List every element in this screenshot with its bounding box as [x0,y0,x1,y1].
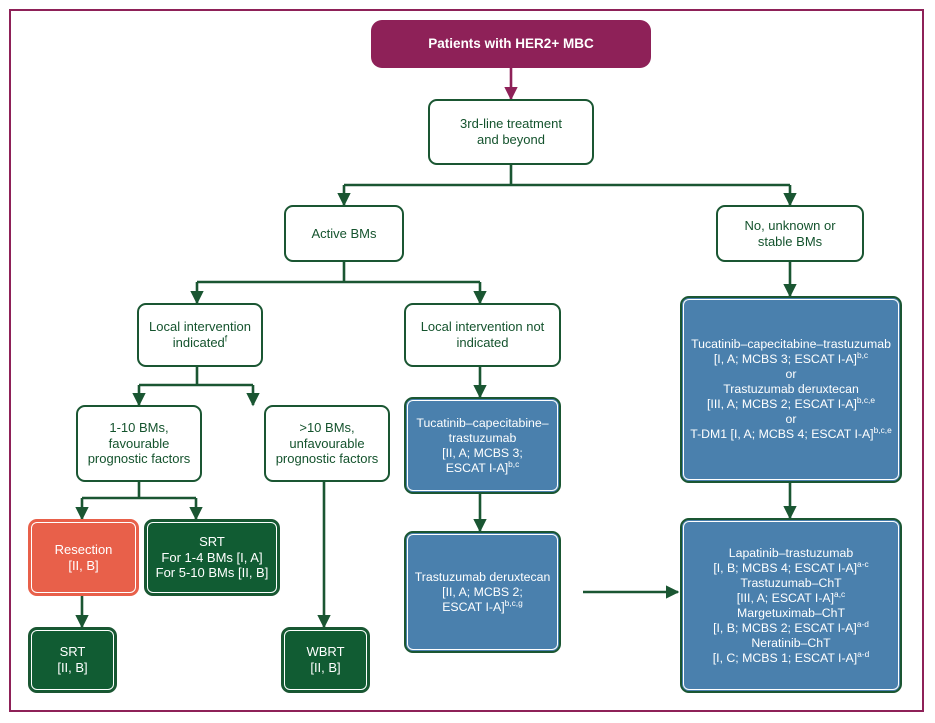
node-active-bms[interactable]: Active BMs [284,205,404,262]
node-label: Local intervention not indicated [406,319,559,351]
node-trastuzumab-deruxtecan-active[interactable]: Trastuzumab deruxtecan [II, A; MCBS 2; E… [404,531,561,653]
line-2: For 1-4 BMs [I, A] [161,549,263,565]
node-no-unknown-stable-bms[interactable]: No, unknown or stable BMs [716,205,864,262]
line-3: [II, A; MCBS 3; [442,445,523,460]
option-line: [III, A; ESCAT I-A] [736,590,835,605]
option-line: Neratinib–ChT [751,635,831,650]
node-right-second-line-options[interactable]: Lapatinib–trastuzumab[I, B; MCBS 4; ESCA… [680,518,902,693]
option-line: or [785,412,797,426]
node-label: Local intervention indicatedf [139,319,261,351]
line-2: favourable [108,435,170,451]
footnote-marker: a,c [834,588,846,599]
node-label: WBRT [II, B] [283,644,368,676]
line-2: [II, A; MCBS 2; [442,584,523,599]
option-line: Trastuzumab–ChT [740,575,842,590]
node-patients-her2-mbc[interactable]: Patients with HER2+ MBC [371,20,651,68]
line-2: [II, B] [68,557,99,573]
line-3: ESCAT I-A] [442,599,505,614]
node-label: Lapatinib–trastuzumab[I, B; MCBS 4; ESCA… [682,546,900,666]
node-srt-for-bms[interactable]: SRT For 1-4 BMs [I, A] For 5-10 BMs [II,… [144,519,280,596]
node-label: No, unknown or stable BMs [718,218,862,250]
footnote-marker: f [224,333,228,344]
footnote-marker: a-d [856,618,869,629]
node-label: Tucatinib–capecitabine– trastuzumab [II,… [406,416,559,476]
footnote-marker: b,c [508,458,520,469]
node-right-first-line-options[interactable]: Tucatinib–capecitabine–trastuzumab[I, A;… [680,296,902,483]
line-2: [II, B] [310,660,341,675]
node-label: Patients with HER2+ MBC [428,35,594,51]
node-label: SRT [II, B] [30,644,115,676]
node-label: SRT For 1-4 BMs [I, A] For 5-10 BMs [II,… [146,534,278,582]
footnote-marker: a-d [857,648,870,659]
line-2: trastuzumab [448,430,517,445]
line-2: and beyond [477,132,545,147]
node-label: >10 BMs, unfavourable prognostic factors [266,420,388,468]
node-label: 1-10 BMs, favourable prognostic factors [78,420,200,468]
line-1: >10 BMs, [299,419,355,435]
footnote-marker: b,c [856,349,869,360]
node-bms-over-10-unfavourable[interactable]: >10 BMs, unfavourable prognostic factors [264,405,390,482]
node-third-line-treatment[interactable]: 3rd-line treatment and beyond [428,99,594,165]
node-bms-1-10-favourable[interactable]: 1-10 BMs, favourable prognostic factors [76,405,202,482]
line-1: Resection [54,541,113,557]
option-line: or [785,367,797,381]
option-line: T-DM1 [I, A; MCBS 4; ESCAT I-A] [690,427,874,441]
line-3: prognostic factors [87,451,191,467]
node-wbrt[interactable]: WBRT [II, B] [281,627,370,693]
option-line: [I, C; MCBS 1; ESCAT I-A] [712,650,858,665]
line-1: WBRT [306,644,345,660]
option-line: [I, B; MCBS 2; ESCAT I-A] [713,620,857,635]
footnote-marker: a-c [857,558,869,569]
line-3: prognostic factors [275,451,379,467]
line-1: SRT [199,533,225,549]
node-srt-after-resection[interactable]: SRT [II, B] [28,627,117,693]
line-4: ESCAT I-A] [445,460,509,475]
option-line: Lapatinib–trastuzumab [728,545,854,560]
node-label: Tucatinib–capecitabine–trastuzumab[I, A;… [682,337,900,442]
line-1: 3rd-line treatment [460,116,562,132]
option-line: [III, A; MCBS 2; ESCAT I-A] [706,397,857,411]
node-local-intervention-indicated[interactable]: Local intervention indicatedf [137,303,263,367]
node-resection[interactable]: Resection [II, B] [28,519,139,596]
line-1: Local intervention not [420,319,545,335]
line-1: 1-10 BMs, [109,419,169,435]
node-label: 3rd-line treatment and beyond [430,116,592,148]
footnote-marker: b,c,e [873,424,892,435]
line-2: stable BMs [757,233,823,249]
line-2: [II, B] [57,660,88,675]
line-2: unfavourable [289,435,365,451]
line-1: Trastuzumab deruxtecan [414,569,551,584]
node-tucatinib-capecitabine-trastuzumab-active[interactable]: Tucatinib–capecitabine– trastuzumab [II,… [404,397,561,494]
option-line: Trastuzumab deruxtecan [723,382,859,396]
node-local-intervention-not-indicated[interactable]: Local intervention not indicated [404,303,561,367]
node-label: Resection [II, B] [30,542,137,574]
line-1: SRT [59,644,86,660]
line-2: indicated [172,335,225,350]
option-line: [I, A; MCBS 3; ESCAT I-A] [713,352,857,366]
line-3: For 5-10 BMs [II, B] [155,565,269,581]
option-line: [I, B; MCBS 4; ESCAT I-A] [713,560,858,575]
line-1: Tucatinib–capecitabine– [416,415,549,430]
option-line: Tucatinib–capecitabine–trastuzumab [691,337,891,351]
line-1: Local intervention [149,319,251,335]
footnote-marker: b,c,g [504,597,523,608]
line-2: indicated [456,335,509,350]
line-1: No, unknown or [744,217,836,233]
option-line: Margetuximab–ChT [737,605,845,620]
footnote-marker: b,c,e [856,394,875,405]
node-label: Trastuzumab deruxtecan [II, A; MCBS 2; E… [406,570,559,615]
node-label: Active BMs [311,225,377,241]
